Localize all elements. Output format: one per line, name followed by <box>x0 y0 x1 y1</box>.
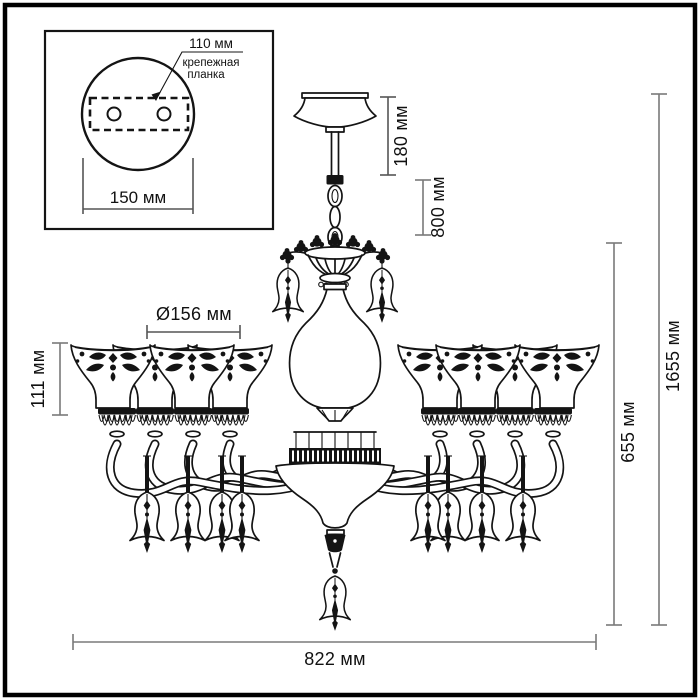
hole-spacing-label: 110 мм <box>189 36 233 51</box>
total-width-label: 822 мм <box>304 649 366 669</box>
central-vase <box>288 283 382 422</box>
center-bowl-assembly <box>275 431 395 632</box>
crown-basket <box>279 233 391 289</box>
upper-pendant-left <box>271 258 305 324</box>
glass-bowl <box>275 462 395 529</box>
ceiling-canopy <box>293 92 377 133</box>
bracket-label-line2: планка <box>187 69 225 81</box>
dim-total-height: 1655 мм <box>651 93 683 626</box>
chain-length-label: 800 мм <box>428 176 448 238</box>
total-height-label: 1655 мм <box>663 320 683 392</box>
dimension-annotations: 180 мм 800 мм Ø156 мм 111 мм 655 мм <box>28 93 683 669</box>
finial-knob <box>324 533 346 553</box>
mount-hole-left <box>106 106 122 122</box>
chain-link <box>327 184 343 208</box>
plate-width-dimension: 150 мм <box>82 158 194 214</box>
bracket-label-line1: крепежная <box>183 57 240 69</box>
dim-shade-height: 111 мм <box>28 342 68 416</box>
leader-line <box>157 51 243 97</box>
mount-hole-right <box>156 106 172 122</box>
dim-total-width: 822 мм <box>72 634 597 669</box>
upper-pendant-right <box>365 258 399 324</box>
shades-right <box>397 344 600 438</box>
plate-width-label: 150 мм <box>110 188 166 207</box>
leader-arrowhead <box>151 91 161 101</box>
mounting-inset: 110 мм крепежная планка 150 мм <box>43 29 275 231</box>
mounting-plate-dashed <box>88 96 190 132</box>
dim-canopy-height: 180 мм <box>380 96 411 176</box>
shade-height-label: 111 мм <box>28 350 48 409</box>
gallery-posts <box>295 432 375 448</box>
canopy-height-label: 180 мм <box>391 105 411 167</box>
finial-bell <box>318 575 352 632</box>
chain-link <box>329 205 341 229</box>
rod-collar <box>326 175 344 185</box>
canopy-circle <box>80 56 196 172</box>
dim-shade-diameter: Ø156 мм <box>146 304 241 339</box>
chandelier-drawing <box>70 92 600 632</box>
shade-diameter-label: Ø156 мм <box>156 304 232 324</box>
dim-body-height: 655 мм <box>606 242 638 626</box>
dim-chain-length: 800 мм <box>415 176 448 238</box>
body-height-label: 655 мм <box>618 401 638 463</box>
shades-left <box>70 344 273 438</box>
